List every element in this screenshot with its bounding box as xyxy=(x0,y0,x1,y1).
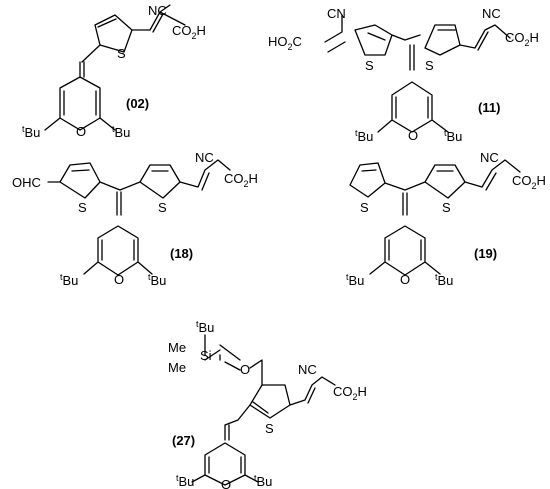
compound-27 xyxy=(191,334,336,486)
nitrile-19: NC xyxy=(480,150,499,165)
tbu-left-19: tBu xyxy=(346,272,364,288)
nitrile-27: NC xyxy=(298,362,317,377)
oxygen-11: O xyxy=(408,128,418,143)
me-upper-27: Me xyxy=(168,340,186,355)
tbu-left-11: tBu xyxy=(355,128,373,144)
cn-11: CN xyxy=(327,6,346,21)
sulfur-left-11: S xyxy=(365,58,374,73)
tbu-si-27: tBu xyxy=(196,319,214,335)
bonds-27 xyxy=(191,334,336,486)
aldehyde-18: OHC xyxy=(12,175,41,190)
bonds-11 xyxy=(324,14,511,133)
compound-19 xyxy=(349,159,521,276)
acid-19: CO2H xyxy=(512,173,546,191)
tbu-right-18: tBu xyxy=(148,272,166,288)
acid-left-11: HO2C xyxy=(268,34,302,52)
tbu-left-18: tBu xyxy=(60,272,78,288)
compound-11 xyxy=(324,14,511,133)
bonds-02 xyxy=(44,4,186,131)
oxygen-18: O xyxy=(114,272,124,287)
sulfur-02: S xyxy=(117,46,126,61)
label-19: (19) xyxy=(474,246,497,261)
acid-02: CO2H xyxy=(172,23,206,41)
bonds-18 xyxy=(47,159,231,276)
si-27: Si xyxy=(200,348,212,363)
tbu-right-19: tBu xyxy=(435,272,453,288)
acid-18: CO2H xyxy=(224,171,258,189)
label-02: (02) xyxy=(126,96,149,111)
sulfur-right-11: S xyxy=(425,58,434,73)
tbu-right-11: tBu xyxy=(444,128,462,144)
sulfur-27: S xyxy=(265,421,274,436)
tbu-right-27: tBu xyxy=(254,473,272,489)
me-lower-27: Me xyxy=(168,360,186,375)
tbu-right-02: tBu xyxy=(112,124,130,140)
oxygen-ring-27: O xyxy=(221,477,231,489)
label-11: (11) xyxy=(478,100,500,115)
label-27: (27) xyxy=(172,433,195,448)
sulfur-left-19: S xyxy=(360,200,369,215)
sulfur-left-18: S xyxy=(78,200,87,215)
acid-27: CO2H xyxy=(333,384,367,402)
nitrile-02: NC xyxy=(148,3,167,18)
sulfur-right-19: S xyxy=(442,200,451,215)
sulfur-right-18: S xyxy=(158,200,167,215)
compound-02 xyxy=(44,4,186,131)
tbu-left-02: tBu xyxy=(22,124,40,140)
nitrile-18: NC xyxy=(195,150,214,165)
acid-11: CO2H xyxy=(505,30,539,48)
label-18: (18) xyxy=(170,246,193,261)
bonds-19 xyxy=(349,159,521,276)
nitrile-11: NC xyxy=(482,6,501,21)
oxygen-19: O xyxy=(400,272,410,287)
oxygen-02: O xyxy=(76,124,86,139)
tbu-left-27: tBu xyxy=(176,473,194,489)
oxygen-ether-27: O xyxy=(240,362,250,377)
compound-18 xyxy=(47,159,231,276)
